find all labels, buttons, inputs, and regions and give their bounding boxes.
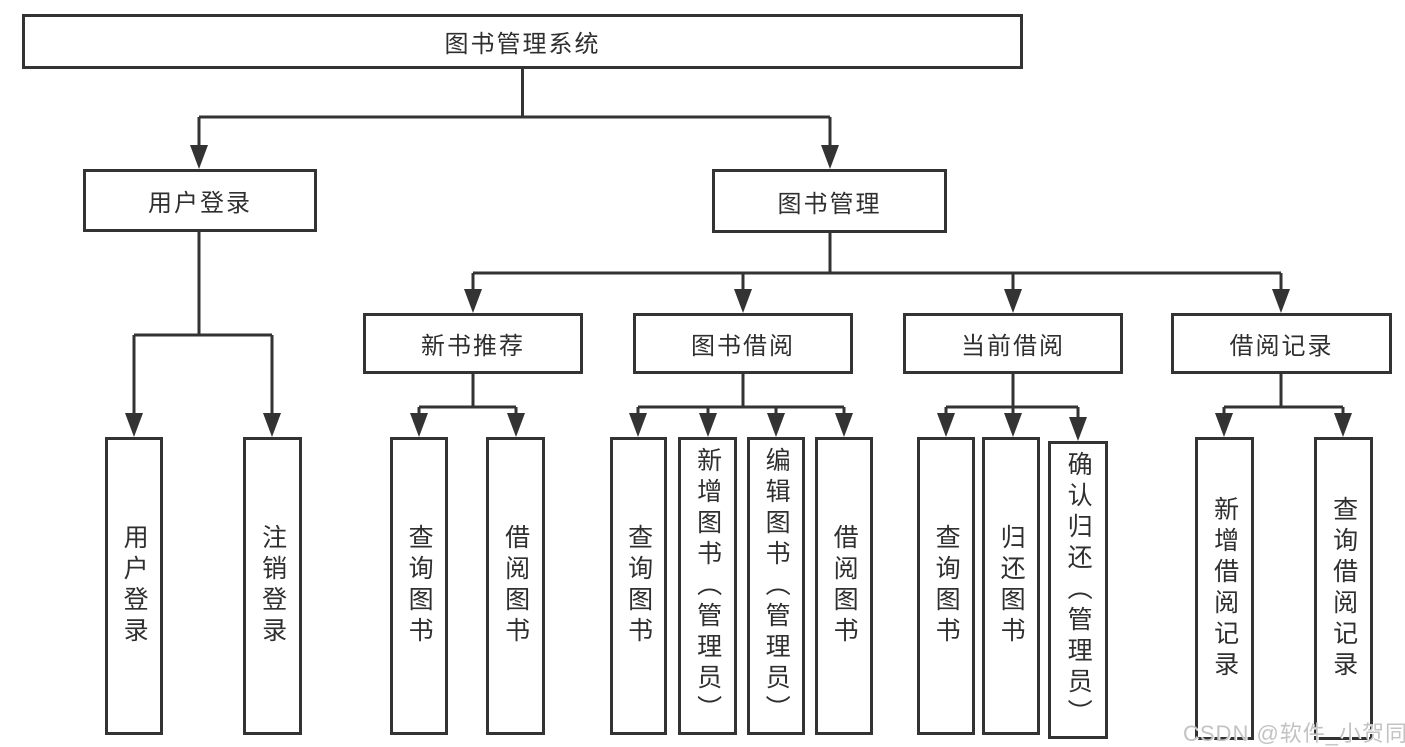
group-book-borrow-label: 图书借阅 [691, 333, 795, 360]
leaf-add-book-admin: 新增图书（管理员） [678, 437, 737, 735]
group-borrow-records-label: 借阅记录 [1229, 333, 1334, 360]
leaf-query-books-borrow-label: 查询图书 [624, 524, 653, 648]
branch-user-login: 用户登录 [83, 169, 317, 232]
watermark: CSDN @软件_小贺同学 [1183, 721, 1405, 746]
group-book-borrow: 图书借阅 [633, 313, 853, 374]
leaf-query-books-recommend-label: 查询图书 [405, 524, 434, 648]
arrowheads [125, 145, 1352, 441]
group-borrow-records: 借阅记录 [1171, 313, 1392, 374]
leaf-borrow-books-recommend-label: 借阅图书 [501, 524, 530, 648]
group-new-book-recommend-label: 新书推荐 [421, 333, 525, 360]
leaf-add-borrow-record: 新增借阅记录 [1195, 437, 1254, 740]
leaf-add-borrow-record-label: 新增借阅记录 [1210, 495, 1239, 682]
group-current-borrow: 当前借阅 [903, 313, 1123, 374]
leaf-return-book: 归还图书 [982, 437, 1040, 735]
leaf-query-borrow-record-label: 查询借阅记录 [1329, 495, 1358, 682]
leaf-confirm-return-admin: 确认归还（管理员） [1048, 441, 1108, 739]
leaf-query-books-current-label: 查询图书 [932, 524, 961, 648]
leaf-query-books-current: 查询图书 [917, 437, 975, 735]
leaf-borrow-books-recommend: 借阅图书 [486, 437, 545, 735]
group-new-book-recommend: 新书推荐 [363, 313, 583, 374]
leaf-borrow-book: 借阅图书 [815, 437, 873, 735]
root-node-system: 图书管理系统 [22, 14, 1023, 69]
leaf-user-login: 用户登录 [105, 437, 163, 735]
leaf-logout-label: 注销登录 [258, 524, 287, 648]
branch-book-management: 图书管理 [712, 169, 947, 233]
leaf-query-books-recommend: 查询图书 [390, 437, 448, 735]
leaf-borrow-book-label: 借阅图书 [830, 524, 859, 648]
leaf-edit-book-admin: 编辑图书（管理员） [747, 437, 805, 735]
leaf-return-book-label: 归还图书 [997, 524, 1026, 648]
leaf-user-login-label: 用户登录 [120, 524, 149, 648]
branch-user-login-label: 用户登录 [148, 190, 252, 217]
branch-book-management-label: 图书管理 [777, 190, 882, 218]
leaf-confirm-return-admin-label: 确认归还（管理员） [1064, 450, 1093, 730]
group-current-borrow-label: 当前借阅 [961, 333, 1065, 360]
leaf-query-books-borrow: 查询图书 [610, 437, 667, 735]
leaf-add-book-admin-label: 新增图书（管理员） [693, 446, 722, 726]
leaf-edit-book-admin-label: 编辑图书（管理员） [762, 446, 791, 726]
root-node-label: 图书管理系统 [444, 31, 601, 58]
leaf-query-borrow-record: 查询借阅记录 [1314, 437, 1373, 740]
leaf-logout: 注销登录 [243, 437, 302, 735]
